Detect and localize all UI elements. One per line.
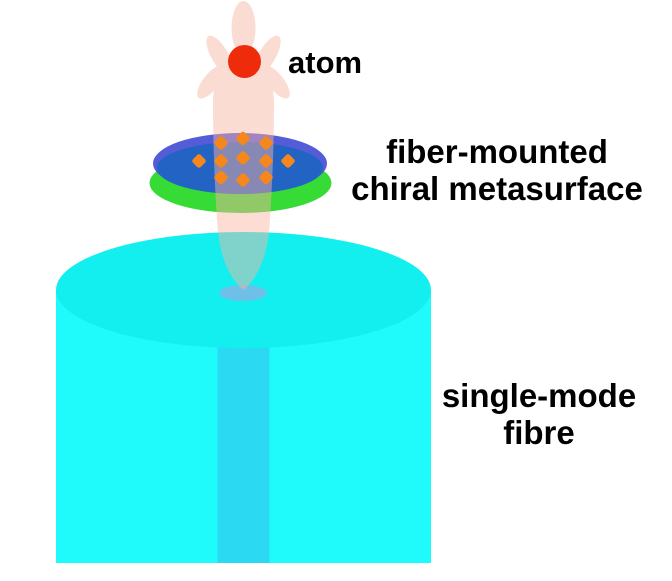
atom-label: atom	[288, 45, 363, 80]
nanostructure-array	[192, 131, 295, 187]
metasurface-label: fiber-mounted chiral metasurface	[324, 133, 670, 207]
nanostructure	[214, 136, 228, 150]
nanostructure	[236, 151, 250, 165]
metasurface-label-line2: chiral metasurface	[351, 170, 643, 207]
metasurface-label-line1: fiber-mounted	[386, 133, 608, 170]
fiber-label-line1: single-mode	[441, 377, 637, 414]
nanostructure	[259, 154, 273, 168]
nanostructure	[259, 136, 273, 150]
single-mode-fibre	[56, 232, 431, 563]
nanostructure	[281, 154, 295, 168]
beam-top-lobe	[231, 1, 256, 55]
atom-dot	[228, 45, 261, 78]
beam-petal-upper-left	[206, 35, 234, 77]
nanostructure	[214, 154, 228, 168]
fiber-label: single-mode fibre	[389, 377, 672, 451]
beam-petal-lower-left	[197, 65, 225, 99]
nanostructure	[259, 170, 273, 185]
beam-body	[213, 53, 274, 290]
optical-mode-beam	[197, 1, 290, 290]
fiber-label-line2: fibre	[503, 414, 575, 451]
nanostructure	[192, 154, 206, 168]
nanostructure	[214, 170, 228, 185]
beam-petal-lower-right	[262, 65, 290, 99]
fibre-mode-spot	[219, 285, 267, 301]
nanostructure	[236, 173, 250, 187]
nanostructure	[236, 131, 250, 146]
